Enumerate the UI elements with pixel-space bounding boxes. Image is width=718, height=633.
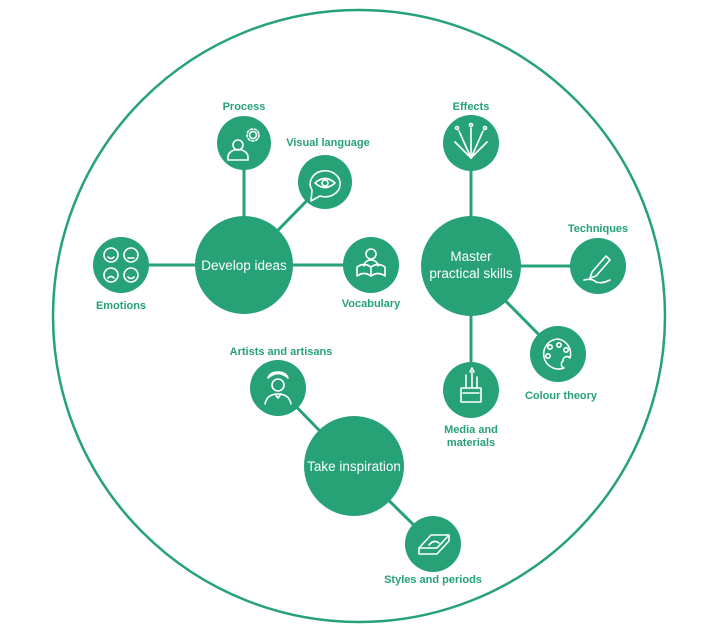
node-media-label-line1: Media and (444, 424, 498, 436)
node-artists-label: Artists and artisans (230, 346, 333, 358)
node-colour-theory-label: Colour theory (525, 390, 598, 402)
palette-icon (542, 338, 572, 370)
node-effects-label: Effects (453, 101, 490, 113)
hub-develop-ideas-label: Develop ideas (201, 258, 287, 273)
node-techniques: Techniques (568, 223, 628, 294)
eye-speech-bubble-icon (309, 170, 341, 202)
node-visual-language: Visual language (286, 137, 370, 209)
pen-drawing-icon (583, 255, 611, 284)
node-emotions-label: Emotions (96, 300, 146, 312)
node-techniques-label: Techniques (568, 223, 628, 235)
person-reading-book-icon (356, 248, 386, 277)
tile-pattern-icon (418, 534, 450, 555)
node-styles-label: Styles and periods (384, 574, 482, 586)
artist-portrait-icon (264, 371, 292, 405)
node-process: Process (217, 101, 271, 170)
node-media-label-line2: materials (447, 437, 495, 449)
node-vocabulary-label: Vocabulary (342, 298, 401, 310)
node-styles-periods: Styles and periods (384, 516, 482, 586)
node-process-label: Process (223, 101, 266, 113)
hub-master-practical-skills: Master practical skills (421, 216, 521, 316)
emotion-faces-icon (103, 247, 139, 283)
person-gear-icon (227, 128, 260, 161)
node-effects: Effects (443, 101, 499, 171)
hub-master-label-line1: Master (450, 249, 492, 264)
hub-develop-ideas: Develop ideas (195, 216, 293, 314)
node-emotions: Emotions (93, 237, 149, 312)
fireworks-icon (454, 122, 488, 159)
hub-take-inspiration-label: Take inspiration (307, 459, 401, 474)
hub-master-label-line2: practical skills (429, 266, 513, 281)
node-vocabulary: Vocabulary (342, 237, 401, 310)
brushes-in-jar-icon (460, 367, 482, 403)
node-artists-artisans: Artists and artisans (230, 346, 333, 416)
node-media-materials: Media and materials (443, 362, 499, 449)
node-colour-theory: Colour theory (525, 326, 598, 402)
node-visual-language-label: Visual language (286, 137, 370, 149)
hub-take-inspiration: Take inspiration (304, 416, 404, 516)
outer-ring (51, 8, 667, 624)
